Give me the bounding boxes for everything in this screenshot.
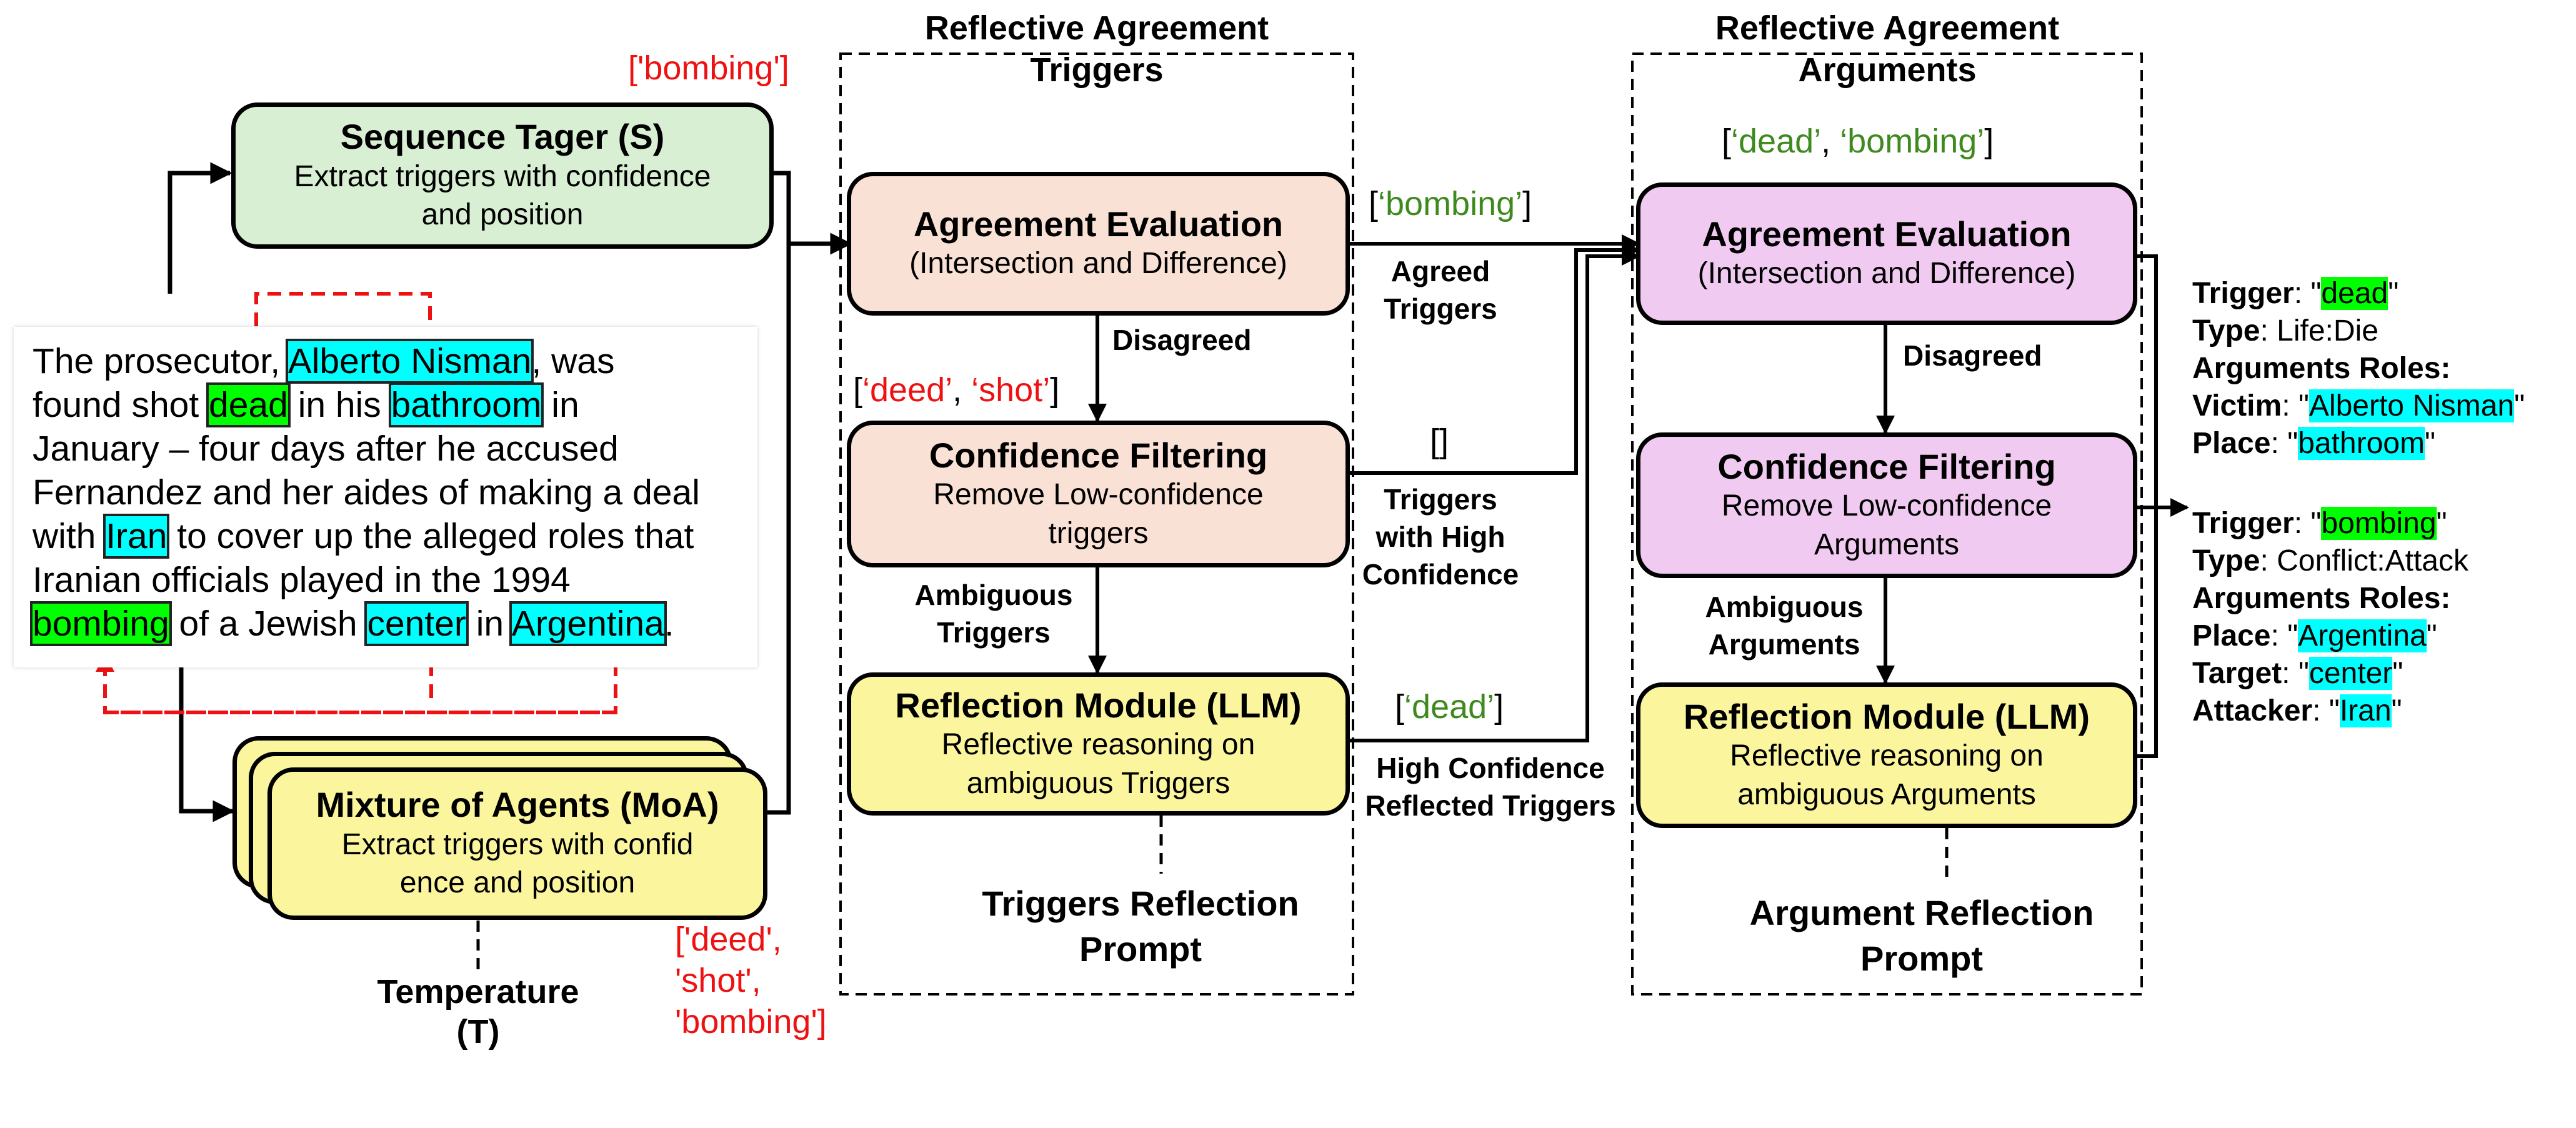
argument-agreement-title: Agreement Evaluation	[1702, 214, 2072, 254]
trigger-dead: dead	[206, 382, 291, 427]
moa-output: ['deed','shot','bombing']	[675, 921, 827, 1041]
output-place-argentina: Argentina	[2298, 619, 2427, 652]
trigger-filtering-title: Confidence Filtering	[929, 435, 1268, 475]
sequence-tagger-line-1: Extract triggers with confidence	[294, 159, 711, 193]
line-tagger-out	[766, 171, 791, 815]
argument-filtering-line-1: Remove Low-confidence	[1721, 489, 2052, 523]
red-dash-bombing	[105, 655, 617, 714]
trigger-bombing: bombing	[30, 601, 172, 646]
output-trigger-dead: dead	[2321, 277, 2389, 310]
sentence-line-4: Fernandez and her aides of making a deal	[32, 472, 700, 512]
arrow-to-moa	[179, 667, 235, 822]
output-attacker: Iran	[2339, 694, 2392, 727]
sentence-line-5: with Iran to cover up the alleged roles …	[32, 514, 694, 559]
sequence-tagger-line-2: and position	[421, 198, 584, 232]
argument-reflection-title: Reflection Module (LLM)	[1683, 696, 2090, 736]
argument-filtering-title: Confidence Filtering	[1717, 446, 2056, 486]
trigger-disagreed-list: [‘deed’, ‘shot’]	[853, 371, 1060, 409]
argument-reflection-line-2: ambiguous Arguments	[1737, 777, 2036, 811]
sequence-tagger-box: Sequence Tager (S) Extract triggers with…	[231, 102, 774, 249]
reflected-list: [‘dead’]	[1395, 688, 1504, 726]
argument-input-list: [‘dead’, ‘bombing’]	[1722, 122, 1994, 160]
arrow-to-tagger	[167, 162, 232, 294]
output-place-bathroom: bathroom	[2298, 427, 2425, 460]
argument-agreement-box: Agreement Evaluation (Intersection and D…	[1636, 182, 2137, 325]
sentence-line-3: January – four days after he accused	[32, 429, 619, 469]
output-target: center	[2309, 657, 2393, 690]
trigger-reflection-title: Reflection Module (LLM)	[895, 685, 1302, 725]
trigger-reflection-line-1: Reflective reasoning on	[941, 728, 1256, 762]
entity-argentina: Argentina	[509, 601, 667, 646]
moa-title: Mixture of Agents (MoA)	[316, 785, 719, 825]
arguments-panel	[1631, 52, 2143, 996]
entity-center: center	[364, 601, 469, 646]
temperature-label: Temperature(T)	[377, 973, 579, 1051]
trigger-agreement-box: Agreement Evaluation (Intersection and D…	[847, 172, 1350, 316]
agreed-list: [‘bombing’]	[1369, 185, 1532, 222]
argument-reflection-box: Reflection Module (LLM) Reflective reaso…	[1636, 682, 2137, 828]
triggers-panel	[839, 52, 1354, 996]
entity-bathroom: bathroom	[388, 382, 544, 427]
sentence-line-6: Iranian officials played in the 1994	[32, 560, 571, 600]
argument-filtering-line-2: Arguments	[1814, 527, 1960, 561]
event-output-2: Trigger: "bombing" Type: Conflict:Attack…	[2192, 507, 2469, 727]
sentence-line-1: The prosecutor, Alberto Nisman, was	[32, 339, 615, 384]
output-trigger-bombing: bombing	[2321, 507, 2437, 540]
tagger-output: ['bombing']	[628, 49, 789, 87]
sentence-line-2: found shot dead in his bathroom in	[32, 382, 579, 427]
trigger-filtering-line-1: Remove Low-confidence	[933, 478, 1264, 512]
trigger-filtering-line-2: triggers	[1048, 516, 1149, 550]
moa-line-1: Extract triggers with confid	[341, 827, 694, 861]
argument-output-lines	[2137, 254, 2158, 758]
output-victim: Alberto Nisman	[2309, 389, 2515, 422]
argument-filtering-box: Confidence Filtering Remove Low-confiden…	[1636, 432, 2137, 578]
trigger-agreement-sub: (Intersection and Difference)	[909, 247, 1287, 281]
trigger-disagreed-label: Disagreed	[1112, 324, 1252, 356]
argument-agreement-sub: (Intersection and Difference)	[1697, 257, 2076, 291]
sequence-tagger-title: Sequence Tager (S)	[340, 117, 665, 157]
argument-reflection-line-1: Reflective reasoning on	[1730, 739, 2044, 773]
moa-box: Mixture of Agents (MoA) Extract triggers…	[267, 767, 767, 920]
input-sentence: The prosecutor, Alberto Nisman, was foun…	[14, 327, 757, 667]
argument-disagreed-label: Disagreed	[1903, 339, 2042, 372]
empty-list: []	[1430, 422, 1449, 460]
trigger-reflection-box: Reflection Module (LLM) Reflective reaso…	[847, 672, 1350, 816]
entity-iran: Iran	[103, 514, 170, 559]
trigger-agreement-title: Agreement Evaluation	[913, 204, 1284, 244]
event-output-1: Trigger: "dead" Type: Life:Die Arguments…	[2192, 277, 2525, 460]
moa-line-2: ence and position	[399, 866, 636, 900]
entity-alberto-nisman: Alberto Nisman	[285, 339, 534, 384]
trigger-reflection-line-2: ambiguous Triggers	[966, 766, 1231, 800]
sentence-line-7: bombing of a Jewish center in Argentina.	[30, 601, 674, 646]
arrow-reflected	[1350, 247, 1640, 742]
arrow-high-conf	[1350, 241, 1640, 475]
trigger-filtering-box: Confidence Filtering Remove Low-confiden…	[847, 421, 1350, 567]
